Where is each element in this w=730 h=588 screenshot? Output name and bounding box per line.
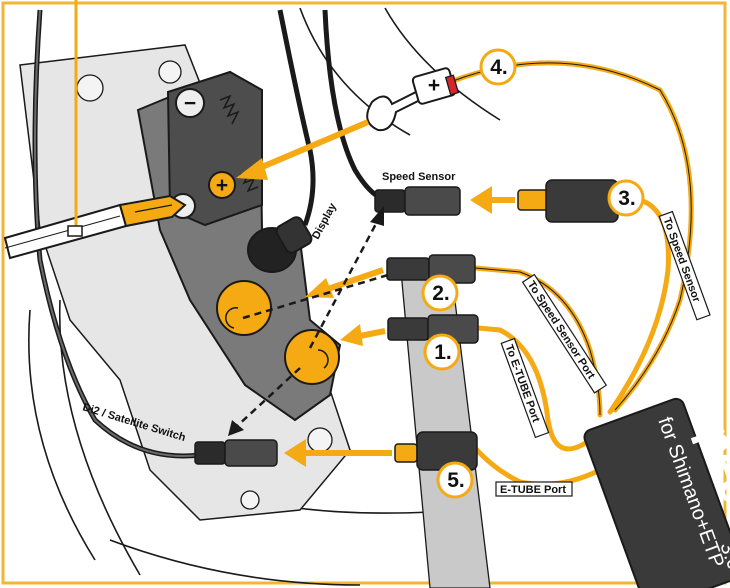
dashed-arrows: [234, 219, 389, 429]
arrow-to-satellite-switch: [284, 439, 392, 467]
wire-left-inner: [34, 9, 201, 457]
step-badge-4: 4.: [479, 48, 517, 86]
ring-terminal-plus: +: [428, 74, 440, 97]
screwdriver-pointer-dot: [67, 225, 83, 237]
step-4-label: 4.: [490, 56, 508, 79]
tag-etube-port: E-TUBE Port: [495, 481, 573, 497]
step-badge-2: 2.: [421, 274, 459, 312]
port-2-notch: [225, 307, 239, 329]
step-badge-1: 1.: [423, 333, 461, 371]
plus-terminal-label: +: [216, 174, 228, 197]
dashed-arrow-port-2: [242, 273, 389, 320]
step-5-label: 5.: [447, 469, 465, 492]
speed-sensor-label: Speed Sensor: [382, 171, 456, 183]
dashed-arrow-port-1-down: [234, 367, 301, 429]
minus-terminal-label: −: [184, 92, 196, 115]
port-1: [284, 329, 340, 385]
port-1-notch: [317, 349, 329, 369]
step-2-label: 2.: [432, 282, 450, 305]
screwdriver-icon: [3, 194, 187, 260]
satellite-switch-connector: [194, 439, 278, 467]
port-2: [216, 280, 272, 336]
plug-5: [394, 431, 478, 471]
arrow-to-plus-terminal: [236, 119, 370, 180]
dashed-arrow-heads: [228, 206, 384, 436]
step-badge-5: 5.: [436, 461, 474, 499]
harness-3: [607, 197, 671, 415]
speed-sensor-connector: [374, 186, 461, 216]
ring-terminal-icon: [366, 67, 460, 132]
action-arrows: [236, 119, 515, 467]
arrow-to-port-1: [340, 324, 386, 346]
tag-etube-port-text: E-TUBE Port: [500, 484, 566, 496]
arrow-to-speed-sensor: [470, 186, 515, 214]
step-3-label: 3.: [618, 187, 636, 210]
plate-bolts: [76, 60, 333, 510]
wire-speed-sensor: [322, 9, 386, 203]
plus-terminal: [208, 171, 236, 199]
step-1-label: 1.: [434, 341, 452, 364]
minus-terminal: [175, 88, 205, 118]
step-badge-3: 3.: [607, 179, 645, 217]
display-plug-shroud: [275, 216, 313, 254]
dashed-arrow-port-1: [308, 219, 380, 349]
speedbox-module: [583, 397, 730, 588]
